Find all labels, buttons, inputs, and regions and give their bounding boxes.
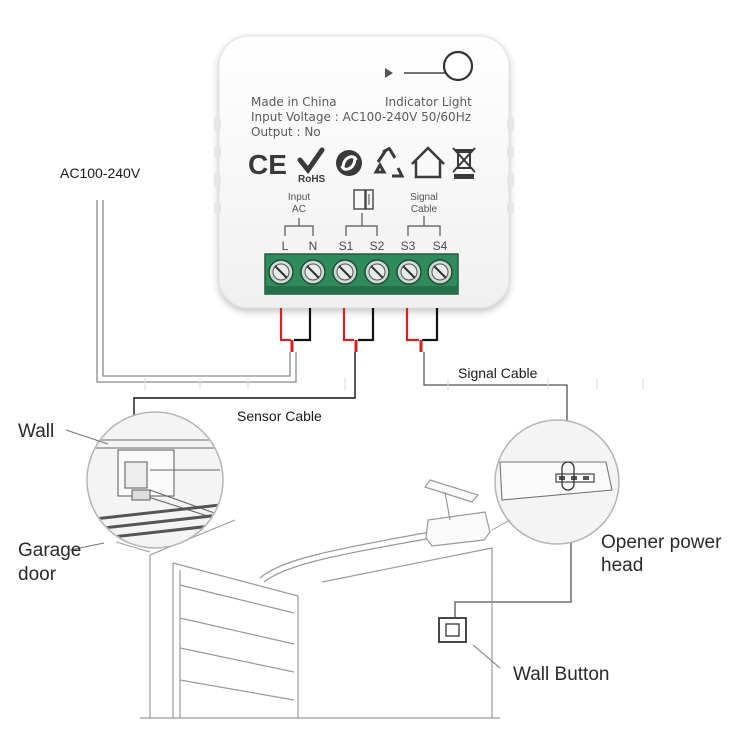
terminal-screw-icon [268, 259, 294, 285]
svg-text:RoHS: RoHS [298, 174, 326, 185]
indicator-light-label: Indicator Light [385, 95, 472, 109]
wall-button-label: Wall Button [513, 664, 609, 685]
ce-mark-icon: CE [248, 149, 287, 180]
rohs-icon: RoHS [297, 147, 326, 185]
sensor-cable-label: Sensor Cable [237, 408, 322, 424]
made-in-text: Made in China [251, 95, 337, 109]
green-dot-icon [336, 150, 362, 176]
opener-label-2: head [601, 555, 643, 576]
terminal-label-s4: S4 [433, 239, 448, 253]
recycle-icon [373, 146, 405, 178]
terminal-screw-icon [332, 259, 358, 285]
wall-label: Wall [18, 421, 54, 442]
terminal-label-n: N [309, 239, 318, 253]
watermark-marks [144, 378, 644, 390]
opener-label-1: Opener power [601, 532, 722, 553]
signal-cable-label: Signal Cable [458, 365, 538, 381]
garage-illustration [140, 479, 500, 719]
signal-cable-label-2: Cable [411, 204, 438, 215]
terminal-screw-icon [396, 259, 422, 285]
side-vents [214, 118, 514, 214]
terminal-screw-icon [300, 259, 326, 285]
home-icon [411, 146, 445, 179]
terminal-screw-icon [364, 259, 390, 285]
svg-text:CE: CE [248, 149, 287, 180]
input-ac-label-1: Input [288, 192, 310, 203]
garage-door-label-2: door [18, 564, 57, 585]
terminal-label-s3: S3 [401, 239, 416, 253]
terminal-screw-icon [427, 259, 453, 285]
switch-module: Made in China Indicator Light Input Volt… [214, 35, 514, 309]
garage-door-label-1: Garage [18, 540, 81, 561]
indicator-light-icon [385, 50, 474, 82]
weee-bin-icon [452, 147, 476, 179]
signal-cable-label-1: Signal [410, 192, 438, 203]
terminal-wires [279, 308, 439, 352]
sensor-contact-icon [353, 189, 374, 210]
ac-power-cable [96, 200, 297, 383]
terminal-label-s1: S1 [339, 239, 354, 253]
terminal-block [264, 253, 459, 295]
input-ac-label-2: AC [292, 204, 306, 215]
terminal-brackets [284, 213, 441, 236]
terminal-label-s2: S2 [370, 239, 385, 253]
wall-button-icon [438, 617, 467, 643]
wall-zoom-callout [86, 411, 224, 553]
ac-voltage-label: AC100-240V [60, 165, 141, 181]
callout-lines [65, 429, 501, 669]
terminal-label-l: L [282, 239, 289, 253]
output-text: Output : No [251, 125, 321, 139]
opener-zoom-callout [491, 419, 620, 545]
input-voltage-text: Input Voltage : AC100-240V 50/60Hz [251, 110, 471, 124]
module-body [218, 35, 510, 309]
